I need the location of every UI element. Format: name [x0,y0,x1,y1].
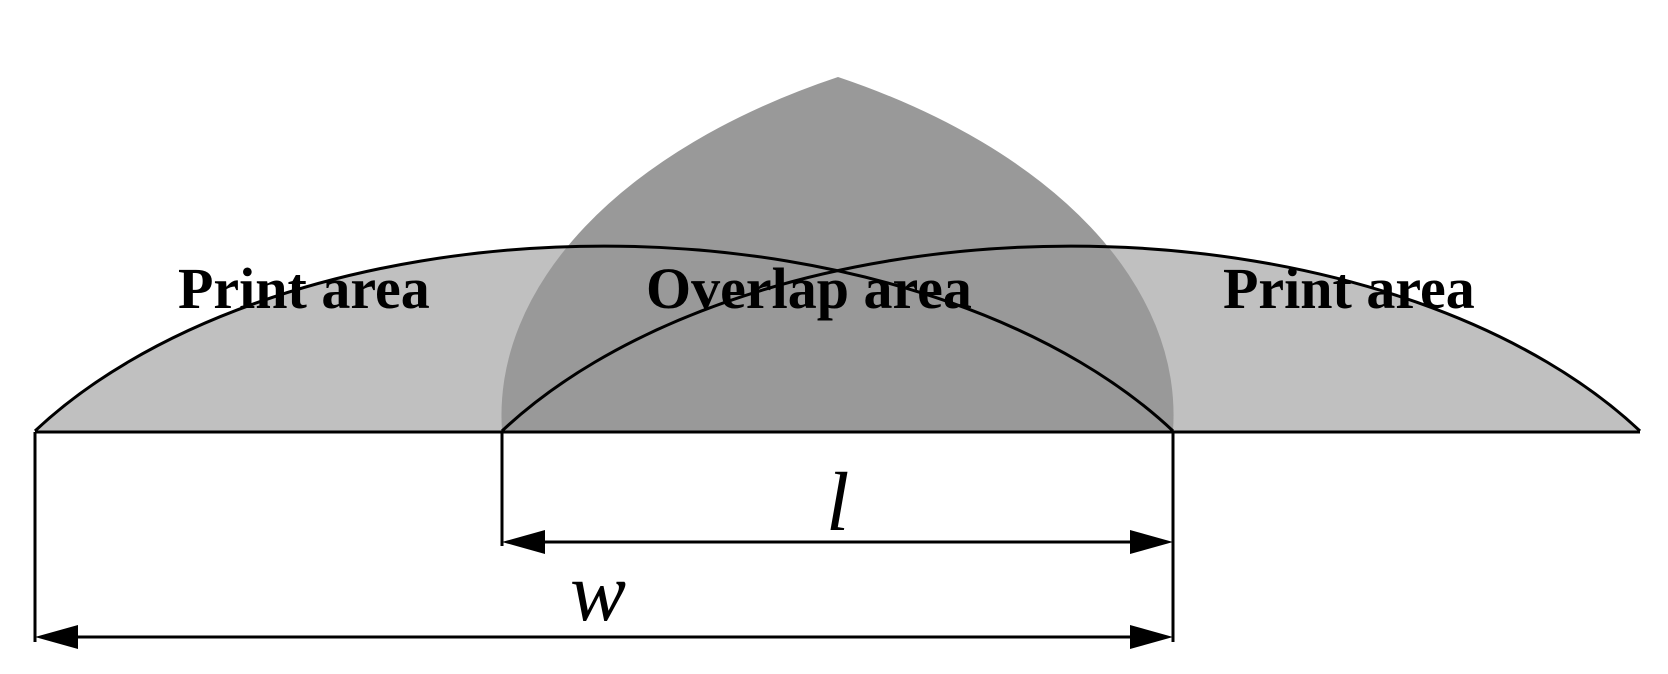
overlap-area-label: Overlap area [646,256,972,321]
overlap-length-label: l [826,456,849,549]
right-print-area-label: Print area [1223,256,1475,321]
overlap-length-arrow-right [1130,530,1173,554]
left-print-area-label: Print area [178,256,430,321]
left-print-area-outline [33,244,1175,433]
width-label: w [570,546,626,639]
width-arrow-right [1130,625,1173,649]
width-arrow-left [35,625,78,649]
overlap-length-arrow-left [502,530,545,554]
right-print-area-outline [500,244,1642,433]
overlap-area [501,77,1174,431]
